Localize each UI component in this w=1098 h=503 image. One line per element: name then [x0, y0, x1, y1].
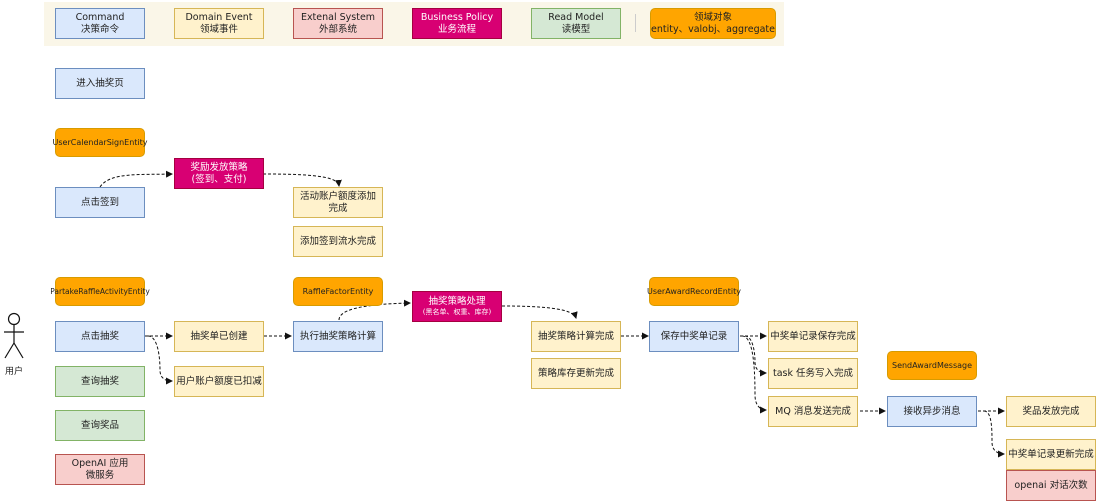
- send-award-message-entity: SendAwardMessage: [887, 351, 977, 380]
- openai-service-line2: 微服务: [85, 469, 115, 481]
- legend-read-model: Read Model 读模型: [531, 8, 621, 39]
- link-save-record-to-task-written: [744, 335, 767, 377]
- legend-domain-event-en: Domain Event: [185, 11, 253, 23]
- mq-sent-event: MQ 消息发送完成: [768, 396, 858, 427]
- query-raffle-read-model: 查询抽奖: [55, 366, 145, 397]
- enter-raffle-page-command: 进入抽奖页: [55, 68, 145, 99]
- strategy-stock-updated-event: 策略库存更新完成: [531, 358, 621, 389]
- legend-divider: [635, 14, 636, 32]
- link-rebate-policy-to-quota-added: [262, 173, 342, 187]
- execute-raffle-strategy-command: 执行抽奖策略计算: [293, 321, 383, 352]
- legend-domain-object-zh: 领域对象: [693, 11, 732, 23]
- actor-label: 用户: [5, 367, 24, 377]
- link-receive-message-to-record-updated: [983, 410, 1005, 458]
- legend-business-policy-zh: 业务流程: [437, 23, 476, 35]
- legend-domain-object-en: entity、valobj、aggregate: [651, 23, 775, 35]
- openai-service-external: OpenAI 应用 微服务: [55, 454, 145, 485]
- user-actor-icon: [4, 312, 24, 359]
- user-award-record-entity: UserAwardRecordEntity: [647, 277, 741, 306]
- raffle-strategy-policy: 抽奖策略处理 (黑名单、权重、库存): [412, 291, 502, 322]
- link-sign-in-to-rebate-policy: [99, 170, 173, 188]
- award-delivered-event: 奖品发放完成: [1006, 396, 1096, 427]
- openai-service-line1: OpenAI 应用: [71, 457, 129, 469]
- legend-external-system-en: Extenal System: [300, 11, 376, 23]
- raffle-factor-entity: RaffleFactorEntity: [293, 277, 383, 306]
- link-raffle-to-quota-deducted: [147, 335, 173, 385]
- legend-external-system-zh: 外部系统: [318, 23, 357, 35]
- legend-external-system: Extenal System 外部系统: [293, 8, 383, 39]
- rebate-policy-detail: (签到、支付): [191, 173, 247, 185]
- click-sign-in-command: 点击签到: [55, 187, 145, 218]
- legend-command-zh: 决策命令: [80, 23, 119, 35]
- award-record-saved-event: 中奖单记录保存完成: [768, 321, 858, 352]
- partake-raffle-activity-entity: PartakeRaffleActivityEntity: [50, 277, 150, 306]
- link-save-record-to-mq-sent: [741, 335, 767, 414]
- task-written-event: task 任务写入完成: [768, 358, 858, 389]
- legend-domain-event: Domain Event 领域事件: [174, 8, 264, 39]
- receive-async-message-command: 接收异步消息: [887, 396, 977, 427]
- strategy-compute-done-event: 抽奖策略计算完成: [531, 321, 621, 352]
- save-award-record-command: 保存中奖单记录: [649, 321, 739, 352]
- click-raffle-command: 点击抽奖: [55, 321, 145, 352]
- query-award-read-model: 查询奖品: [55, 410, 145, 441]
- legend-command: Command 决策命令: [55, 8, 145, 39]
- openai-dialog-count-external: openai 对话次数: [1006, 470, 1096, 501]
- legend-business-policy-en: Business Policy: [420, 11, 494, 23]
- sign-in-flow-added-event: 添加签到流水完成: [293, 226, 383, 257]
- account-quota-added-event: 活动账户额度添加完成: [293, 187, 383, 218]
- link-strategy-to-raffle-policy: [338, 299, 411, 321]
- user-calendar-sign-entity: UserCalendarSignEntity: [53, 128, 148, 157]
- raffle-order-created-event: 抽奖单已创建: [174, 321, 264, 352]
- award-record-updated-event: 中奖单记录更新完成: [1006, 439, 1096, 470]
- account-quota-deducted-event: 用户账户额度已扣减: [174, 366, 264, 397]
- legend-read-model-en: Read Model: [548, 11, 604, 23]
- raffle-strategy-policy-title: 抽奖策略处理: [428, 296, 486, 307]
- legend-read-model-zh: 读模型: [561, 23, 591, 35]
- link-raffle-policy-to-compute-done: [501, 305, 578, 319]
- legend-domain-object: 领域对象 entity、valobj、aggregate: [650, 8, 776, 39]
- rebate-policy-title: 奖励发放策略: [190, 161, 248, 173]
- legend-business-policy: Business Policy 业务流程: [412, 8, 502, 39]
- rebate-policy: 奖励发放策略 (签到、支付): [174, 158, 264, 189]
- raffle-strategy-policy-detail: (黑名单、权重、库存): [422, 308, 492, 316]
- legend-domain-event-zh: 领域事件: [199, 23, 238, 35]
- legend-command-en: Command: [75, 11, 125, 23]
